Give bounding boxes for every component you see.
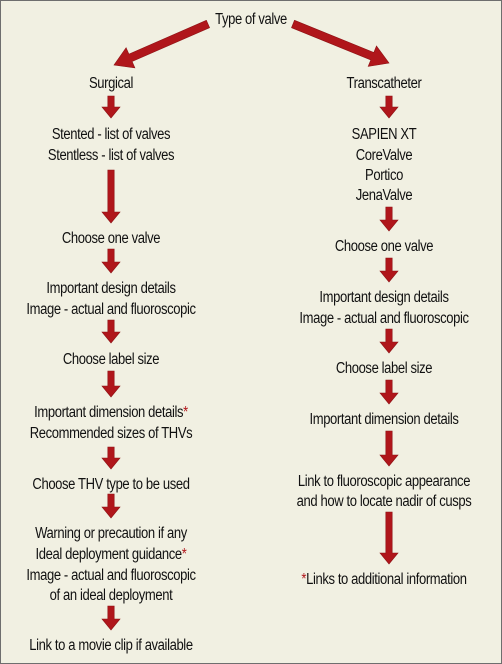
surgical-image-line: Image - actual and fluoroscopic — [26, 301, 196, 318]
transcatheter-heading: Transcatheter — [346, 75, 422, 92]
footnote-links: *Links to additional information — [301, 571, 467, 588]
down-arrow-icon — [101, 605, 121, 631]
valve-sapien-xt: SAPIEN XT — [351, 126, 417, 143]
surgical-choose-label: Choose label size — [62, 351, 160, 368]
transcatheter-design-details: Important design details — [319, 289, 449, 306]
down-arrow-icon — [101, 95, 121, 119]
surgical-choose-valve: Choose one valve — [61, 230, 161, 247]
down-arrow-icon — [379, 95, 399, 119]
transcatheter-image-line: Image - actual and fluoroscopic — [299, 310, 469, 327]
down-arrow-icon — [379, 328, 399, 354]
surgical-image-deployment: Image - actual and fluoroscopic — [26, 567, 196, 584]
down-arrow-icon — [101, 319, 121, 344]
down-arrow-icon — [101, 493, 121, 519]
surgical-warning: Warning or precaution if any — [35, 525, 187, 542]
asterisk-marker: * — [301, 571, 307, 588]
down-arrow-icon — [379, 430, 399, 467]
surgical-deployment-guidance: Ideal deployment guidance* — [35, 546, 187, 563]
valve-jenavalve: JenaValve — [355, 187, 413, 204]
surgical-movie-link: Link to a movie clip if available — [29, 637, 193, 654]
surgical-dimension-details: Important dimension details* — [34, 404, 188, 421]
down-arrow-icon — [379, 206, 399, 232]
surgical-recommended-sizes: Recommended sizes of THVs — [29, 425, 193, 442]
asterisk-marker: * — [183, 404, 188, 421]
down-arrow-icon — [101, 169, 121, 224]
branch-arrow-icon — [113, 19, 210, 69]
root-title: Type of valve — [215, 11, 287, 28]
down-arrow-icon — [101, 248, 121, 274]
down-arrow-icon — [101, 446, 121, 470]
down-arrow-icon — [101, 370, 121, 398]
transcatheter-choose-label: Choose label size — [335, 360, 433, 377]
transcatheter-choose-valve: Choose one valve — [334, 238, 434, 255]
surgical-design-details: Important design details — [46, 280, 176, 297]
surgical-choose-thv: Choose THV type to be used — [32, 476, 190, 493]
down-arrow-icon — [379, 379, 399, 405]
transcatheter-fluoro-link: Link to fluoroscopic appearance — [297, 473, 471, 490]
surgical-heading: Surgical — [88, 75, 134, 92]
branch-arrow-icon — [291, 19, 390, 67]
surgical-stentless-list: Stentless - list of valves — [47, 147, 175, 164]
valve-corevalve: CoreValve — [355, 147, 413, 164]
asterisk-marker: * — [181, 546, 187, 563]
down-arrow-icon — [379, 511, 399, 565]
surgical-image-deployment-2: of an ideal deployment — [49, 587, 173, 604]
valve-portico: Portico — [365, 167, 403, 184]
transcatheter-fluoro-link-2: and how to locate nadir of cusps — [296, 493, 472, 510]
down-arrow-icon — [379, 257, 399, 283]
surgical-stented-list: Stented - list of valves — [51, 126, 171, 143]
transcatheter-dimension-details: Important dimension details — [309, 411, 459, 428]
